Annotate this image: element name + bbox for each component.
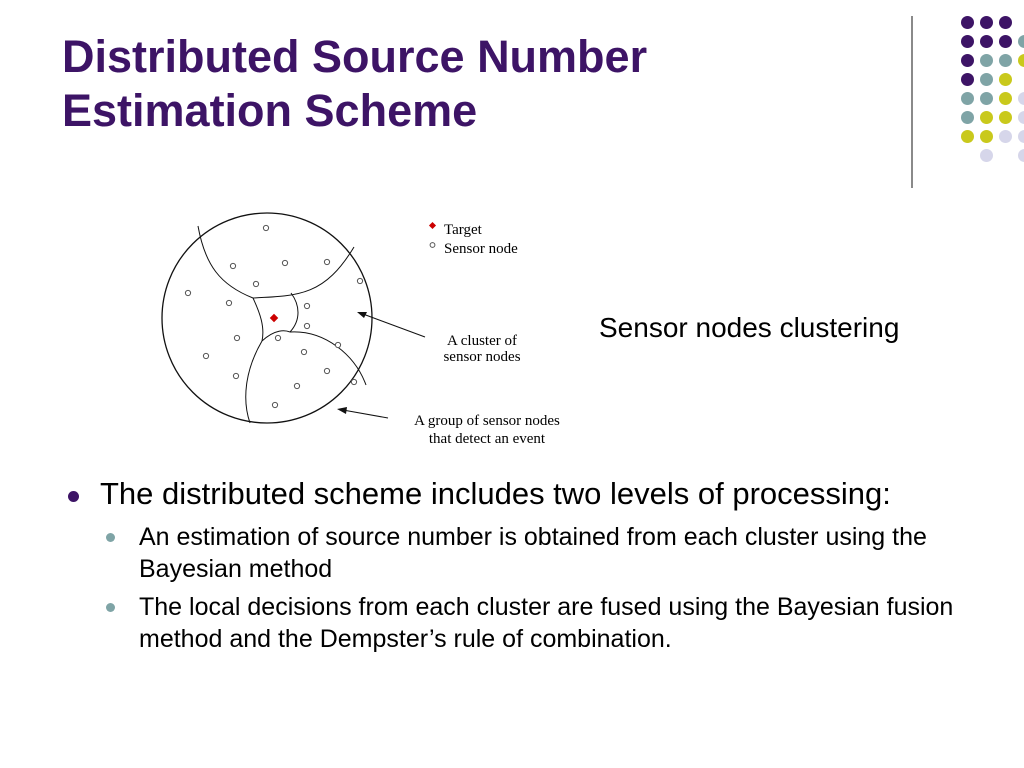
sensor-node — [252, 280, 260, 288]
slide-title-line-2: Estimation Scheme — [62, 85, 478, 136]
diagram-caption: Sensor nodes clustering — [599, 312, 900, 343]
sensor-node — [303, 322, 311, 330]
slide-title: Distributed Source Number Estimation Sch… — [62, 30, 822, 138]
legend-target-icon — [428, 221, 437, 230]
cluster-boundary-line — [252, 297, 264, 342]
legend-target-label: Target — [444, 222, 483, 238]
sensor-node — [356, 277, 364, 285]
sensor-nodes — [184, 224, 364, 409]
sensor-node — [281, 259, 289, 267]
decorative-dot — [961, 130, 974, 143]
sensor-field-boundary — [161, 212, 373, 424]
sensor-node — [274, 334, 282, 342]
sensor-node — [229, 262, 237, 270]
sensor-node — [184, 289, 192, 297]
decorative-dot — [1018, 35, 1024, 48]
decorative-dot — [1018, 54, 1024, 67]
cluster-label-line-1: A cluster of — [447, 333, 517, 349]
sub-bullet-item: The local decisions from each cluster ar… — [62, 591, 962, 655]
decorative-dot — [961, 111, 974, 124]
sensor-node — [293, 382, 301, 390]
cluster-boundary-line — [197, 225, 254, 299]
sensor-node — [303, 302, 311, 310]
decorative-dot — [980, 54, 993, 67]
sensor-node — [233, 334, 241, 342]
cluster-arrowhead — [357, 312, 367, 318]
decorative-dot — [980, 149, 993, 162]
decorative-dot — [1018, 111, 1024, 124]
decorative-dot — [1018, 130, 1024, 143]
sensor-node — [323, 367, 331, 375]
sensor-node — [232, 372, 240, 380]
decorative-dot — [1018, 92, 1024, 105]
legend-sensor-label: Sensor node — [444, 241, 518, 257]
cluster-boundary-line — [261, 330, 291, 342]
group-label-line-2: that detect an event — [429, 431, 546, 447]
sensor-node — [225, 299, 233, 307]
decorative-dot — [999, 73, 1012, 86]
decorative-dot — [980, 111, 993, 124]
decorative-dot — [961, 73, 974, 86]
decorative-dot — [961, 54, 974, 67]
decorative-dot — [961, 35, 974, 48]
sub-bullet-item: An estimation of source number is obtain… — [62, 521, 962, 585]
decorative-dot — [961, 16, 974, 29]
sensor-node — [202, 352, 210, 360]
cluster-label-line-2: sensor nodes — [443, 349, 520, 365]
sensor-node — [300, 348, 308, 356]
legend-sensor-icon — [429, 242, 436, 248]
decorative-dot — [961, 92, 974, 105]
cluster-boundary-line — [245, 340, 263, 424]
decorative-dot — [999, 111, 1012, 124]
group-arrow — [342, 409, 389, 419]
sensor-node — [271, 401, 279, 409]
sensor-clustering-diagram: Target Sensor node A cluster of sensor n… — [161, 212, 560, 447]
decorative-dot — [999, 130, 1012, 143]
decorative-dot — [999, 35, 1012, 48]
slide-title-line-1: Distributed Source Number — [62, 31, 648, 82]
decorative-dot — [980, 130, 993, 143]
decorative-dot — [999, 92, 1012, 105]
vertical-divider — [911, 16, 913, 188]
decorative-dot — [1018, 149, 1024, 162]
group-arrowhead — [337, 407, 347, 414]
sensor-node — [323, 258, 331, 266]
decorative-dot — [980, 35, 993, 48]
decorative-dot-grid — [0, 0, 1024, 190]
sensor-node — [350, 378, 358, 386]
bullet-item: The distributed scheme includes two leve… — [62, 475, 962, 513]
bullet-list: The distributed scheme includes two leve… — [62, 475, 962, 655]
decorative-dot — [980, 92, 993, 105]
decorative-dot — [999, 54, 1012, 67]
target-marker — [269, 313, 279, 323]
decorative-dot — [980, 73, 993, 86]
group-label-line-1: A group of sensor nodes — [414, 413, 560, 429]
cluster-boundary-line — [289, 292, 299, 333]
cluster-arrow — [362, 313, 426, 338]
decorative-dot — [980, 16, 993, 29]
cluster-boundary-line — [252, 246, 355, 299]
decorative-dot — [999, 16, 1012, 29]
sensor-node — [262, 224, 270, 232]
sensor-node — [334, 341, 342, 349]
